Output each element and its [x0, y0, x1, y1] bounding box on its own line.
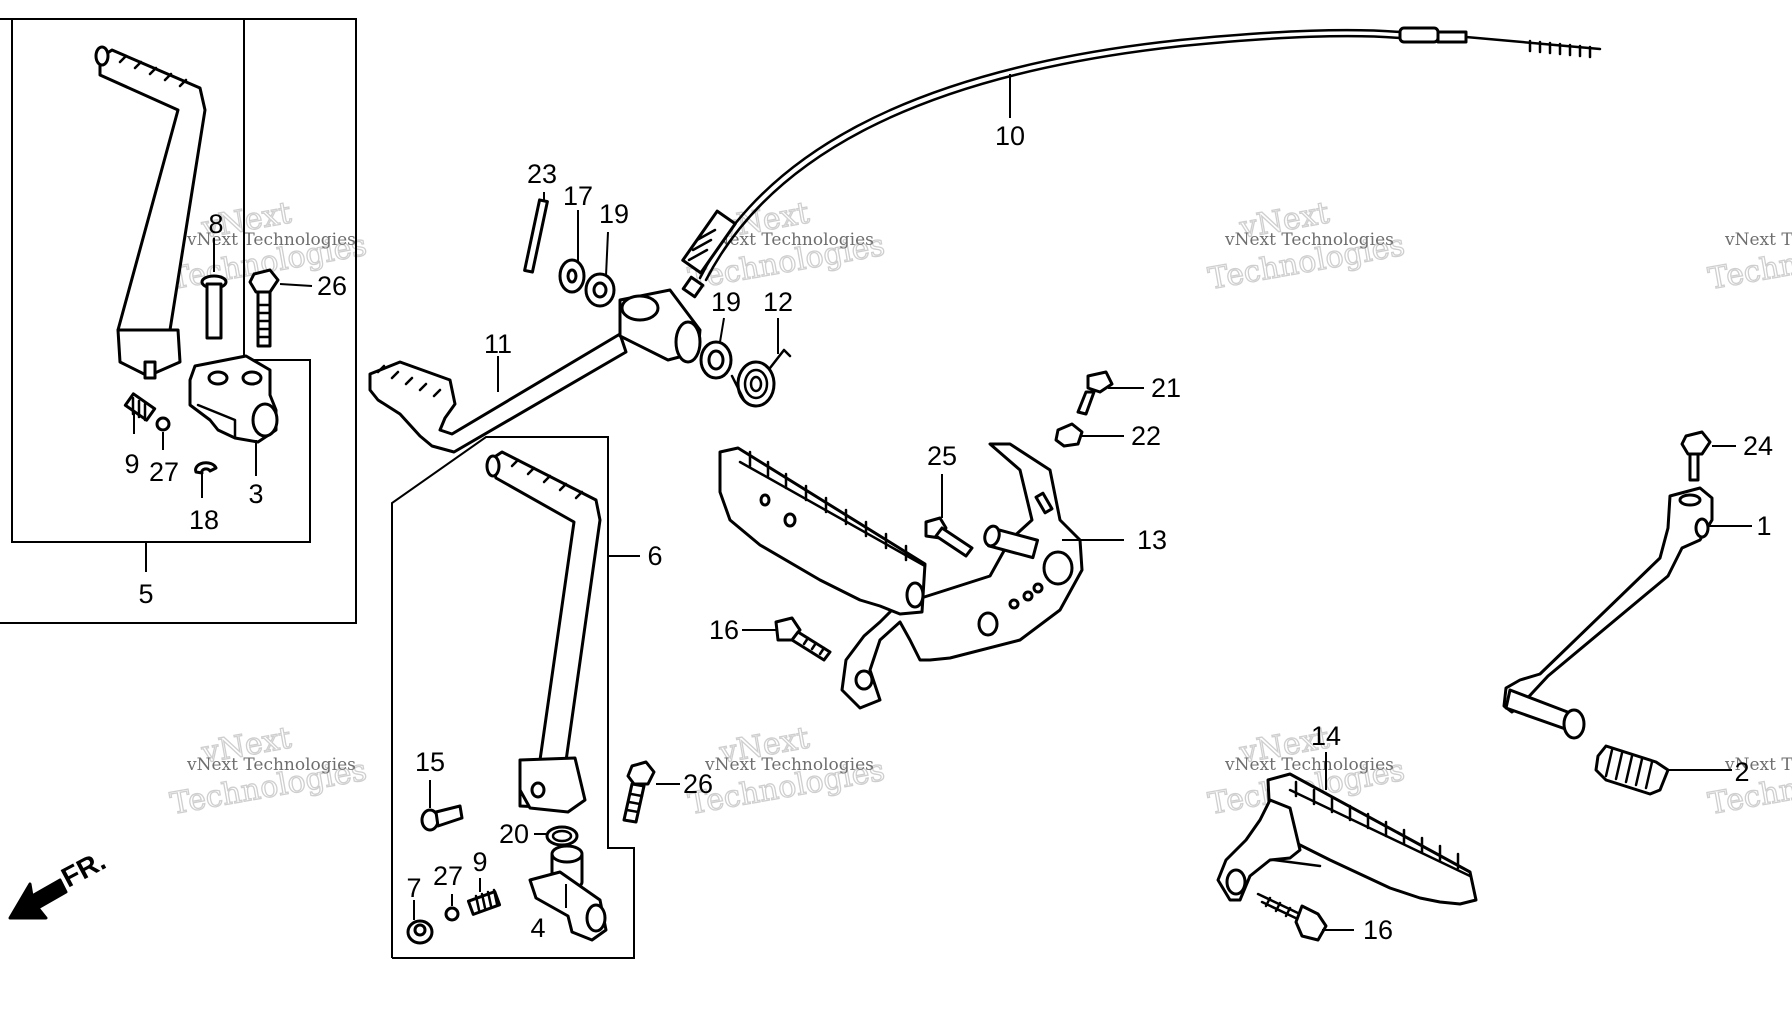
- frame-assembly-5: [0, 18, 357, 624]
- svg-text:vNext Technologies: vNext Technologies: [704, 755, 874, 775]
- shift-lever-1: [1502, 486, 1714, 740]
- spring-9-left: [123, 392, 157, 422]
- callout-15: 15: [415, 747, 445, 777]
- callout-9-left: 9: [124, 449, 139, 479]
- watermarks: Technologies vNext vNext Technologies Te…: [167, 195, 1792, 823]
- callout-22: 22: [1131, 421, 1161, 451]
- callout-16-right: 16: [1363, 915, 1393, 945]
- watermark: Technologies vNext Technologies: [1705, 227, 1792, 297]
- o-ring-20: [545, 825, 579, 847]
- callout-24: 24: [1743, 431, 1773, 461]
- brake-pedal-11: [368, 288, 702, 454]
- brake-cable-10: [681, 26, 1602, 299]
- callout-23: 23: [527, 159, 557, 189]
- footpeg-13: [718, 446, 927, 616]
- callout-27-center: 27: [433, 861, 463, 891]
- callout-18: 18: [189, 505, 219, 535]
- callout-14: 14: [1311, 721, 1341, 751]
- bolt-26-left: [248, 268, 280, 348]
- callout-1: 1: [1756, 511, 1771, 541]
- spring-12: [730, 348, 792, 408]
- assembly-frames: [0, 18, 635, 959]
- bolt-8: [200, 274, 228, 340]
- rubber-2: [1594, 744, 1670, 796]
- spring-9-center: [466, 888, 502, 916]
- seal-19-top: [584, 272, 616, 308]
- washer-17: [558, 258, 586, 294]
- callout-5: 5: [138, 579, 153, 609]
- callout-20: 20: [499, 819, 529, 849]
- frame-assembly-6: [391, 436, 635, 959]
- callout-13: 13: [1137, 525, 1167, 555]
- callout-27-left: 27: [149, 457, 179, 487]
- bolt-16-right: [1256, 892, 1328, 942]
- bolt-16-center: [774, 616, 832, 662]
- callout-16-center: 16: [709, 615, 739, 645]
- callout-8: 8: [208, 209, 223, 239]
- callout-12: 12: [763, 287, 793, 317]
- ball-27-center: [444, 906, 460, 922]
- callout-11: 11: [484, 329, 512, 359]
- callout-21: 21: [1151, 373, 1181, 403]
- callout-10: 10: [995, 121, 1025, 151]
- kick-lever-6: [485, 450, 602, 814]
- kick-lever-5: [94, 45, 207, 380]
- frame-assembly-5-inner: [11, 19, 311, 543]
- callout-25: 25: [927, 441, 957, 471]
- svg-text:vNext Technologies: vNext Technologies: [1224, 230, 1394, 250]
- bolt-24: [1680, 430, 1712, 482]
- callout-4: 4: [530, 913, 545, 943]
- kick-boss-3: [188, 354, 279, 444]
- nut-7: [406, 919, 434, 945]
- watermark: Technologies vNext vNext Technologies: [1205, 195, 1408, 298]
- screw-15: [420, 804, 464, 832]
- bolt-26-center: [622, 760, 656, 824]
- clip-18: [194, 461, 218, 475]
- callout-19-mid: 19: [711, 287, 741, 317]
- watermark: Technologies vNext vNext Technologies: [685, 720, 888, 823]
- step-bracket-13: [840, 442, 1084, 710]
- ball-27-left: [155, 416, 171, 432]
- callout-2: 2: [1734, 757, 1749, 787]
- callout-6: 6: [647, 541, 662, 571]
- svg-text:vNext Technologies: vNext Technologies: [186, 755, 356, 775]
- watermark: Technologies vNext vNext Technologies: [167, 720, 370, 823]
- split-pin-23: [523, 198, 549, 274]
- front-direction-arrow: FR.: [8, 845, 111, 920]
- callout-26-left: 26: [317, 271, 347, 301]
- svg-text:vNext Technologies: vNext Technologies: [1724, 755, 1792, 775]
- callout-9-center: 9: [472, 847, 487, 877]
- callout-3: 3: [248, 479, 263, 509]
- leader-lines: [133, 74, 1752, 931]
- svg-text:vNext Technologies: vNext Technologies: [1224, 755, 1394, 775]
- callout-19-top: 19: [599, 199, 629, 229]
- bolt-25: [924, 516, 974, 558]
- callout-26-center: 26: [683, 769, 713, 799]
- bolt-21: [1076, 370, 1114, 416]
- seal-19-mid: [699, 340, 733, 380]
- svg-text:vNext Technologies: vNext Technologies: [186, 230, 356, 250]
- callout-17: 17: [563, 181, 593, 211]
- callout-labels: 1 2 3 4 5 6 7 8 9 9 10 11 12 13 14 15 16…: [124, 121, 1773, 945]
- footpeg-14: [1216, 772, 1478, 906]
- callout-7: 7: [406, 873, 421, 903]
- nut-22: [1054, 422, 1084, 448]
- svg-text:vNext Technologies: vNext Technologies: [704, 230, 874, 250]
- kick-shaft-4: [528, 844, 608, 942]
- svg-text:vNext Technologies: vNext Technologies: [1724, 230, 1792, 250]
